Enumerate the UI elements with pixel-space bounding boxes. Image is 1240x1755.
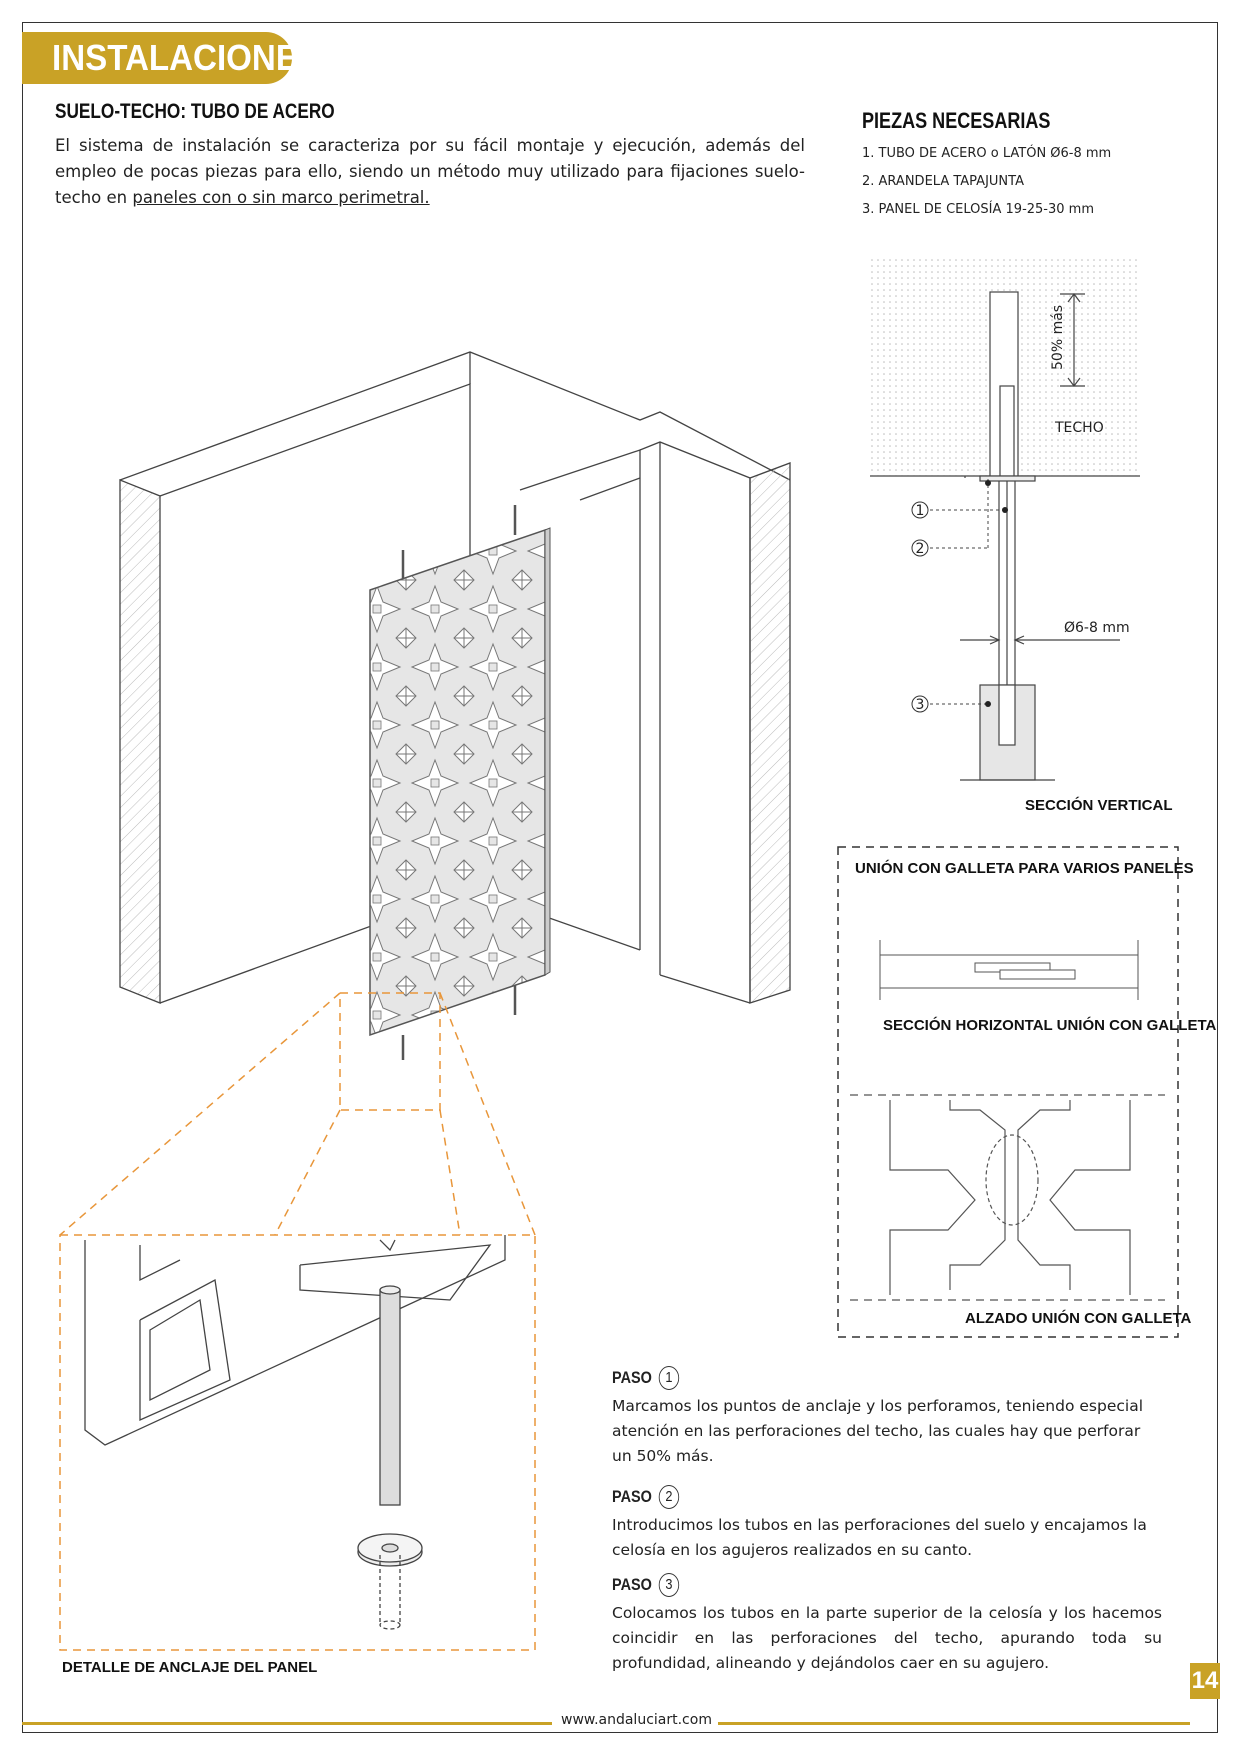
marker-2: 2 [916,541,925,557]
parts-list: 1. TUBO DE ACERO o LATÓN Ø6-8 mm 2. ARAN… [862,146,1111,230]
footer-line-left [22,1722,552,1725]
detail-callout [59,992,536,1651]
horizontal-section [879,940,1139,1000]
parts-title: PIEZAS NECESARIAS [862,108,1051,133]
page-number: 14 [1190,1663,1220,1699]
intro-text: El sistema de instalación se caracteriza… [55,136,805,207]
page-heading: INSTALACIONES [52,37,321,78]
step-2: PASO 2 Introducimos los tubos en las perf… [612,1484,1162,1563]
lattice-panel [369,528,546,1037]
step-1-number: 1 [658,1365,680,1390]
intro-paragraph: El sistema de instalación se caracteriza… [55,133,805,211]
section-leaders [930,478,1005,705]
footer-line-right [700,1722,1190,1725]
section-title: SUELO-TECHO: TUBO DE ACERO [55,100,335,123]
joint-box-title: UNIÓN CON GALLETA PARA VARIOS PANELES [855,859,1194,877]
parts-item-2: 2. ARANDELA TAPAJUNTA [862,174,1024,189]
parts-item-3: 3. PANEL DE CELOSÍA 19-25-30 mm [862,202,1094,217]
marker-1: 1 [916,503,925,519]
joint-box [837,846,1179,1338]
parts-item-1: 1. TUBO DE ACERO o LATÓN Ø6-8 mm [862,146,1112,161]
page-frame [22,22,1218,1733]
step-3-number: 3 [658,1572,680,1597]
intro-link[interactable]: paneles con o sin marco perimetral. [132,188,430,207]
footer-website[interactable]: www.andaluciart.com [555,1712,718,1728]
elevation-section [850,1094,1165,1301]
tubes [401,505,517,1060]
marker-3: 3 [916,697,925,713]
ceiling-label: TECHO [1054,420,1104,436]
section-markers [911,501,929,713]
vertical-section [870,258,1140,781]
dim-label: 50% más [1050,305,1066,370]
section-tab: INSTALACIONES [22,32,320,84]
step-3-label: PASO [612,1575,652,1594]
room-walls [119,351,791,1004]
detail-caption: DETALLE DE ANCLAJE DEL PANEL [62,1659,317,1676]
step-1-text: Marcamos los puntos de anclaje y los per… [612,1397,1144,1465]
step-2-label: PASO [612,1487,652,1506]
step-2-text: Introducimos los tubos en las perforacio… [612,1516,1147,1559]
step-1: PASO 1 Marcamos los puntos de anclaje y l… [612,1365,1162,1469]
horizontal-caption: SECCIÓN HORIZONTAL UNIÓN CON GALLETA [883,1016,1216,1034]
detail-drawing [84,1235,506,1630]
elevation-caption: ALZADO UNIÓN CON GALLETA [965,1309,1192,1327]
step-1-label: PASO [612,1368,652,1387]
step-3: PASO 3 Colocamos los tubos en la parte su… [612,1572,1162,1676]
section-caption: SECCIÓN VERTICAL [1025,796,1173,814]
step-3-text: Colocamos los tubos en la parte superior… [612,1604,1162,1672]
step-2-number: 2 [658,1484,680,1509]
diameter-label: Ø6-8 mm [1064,620,1130,636]
